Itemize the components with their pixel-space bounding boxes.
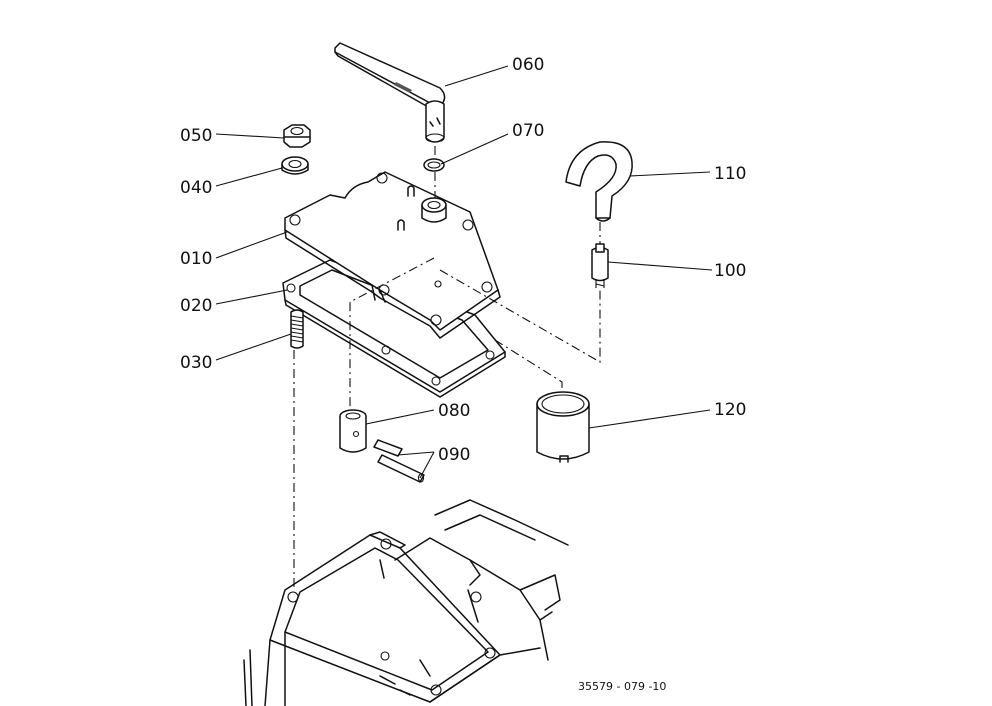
adapter-100 xyxy=(591,243,609,288)
gasket-020 xyxy=(282,259,506,398)
callout-060: 060 xyxy=(512,55,544,75)
callout-040: 040 xyxy=(180,178,212,198)
callout-010: 010 xyxy=(180,249,212,269)
callout-labels: 060 070 050 040 010 020 030 080 090 110 … xyxy=(180,55,746,693)
callout-110: 110 xyxy=(714,164,746,184)
callout-100: 100 xyxy=(714,261,746,281)
assembly-centerlines xyxy=(293,146,601,590)
pin-090 xyxy=(373,439,425,483)
callout-020: 020 xyxy=(180,296,212,316)
callout-030: 030 xyxy=(180,353,212,373)
hook-110 xyxy=(565,141,633,222)
leader-lines xyxy=(215,65,713,479)
callout-120: 120 xyxy=(714,400,746,420)
washer-040 xyxy=(281,156,309,175)
stud-030 xyxy=(290,309,304,349)
cup-120 xyxy=(536,391,590,463)
o-ring-070 xyxy=(423,158,445,172)
callout-080: 080 xyxy=(438,401,470,421)
document-id: 35579 - 079 -10 xyxy=(578,680,666,693)
callout-070: 070 xyxy=(512,121,544,141)
cover-plate-010 xyxy=(284,171,501,339)
lever-060 xyxy=(334,42,446,143)
callout-050: 050 xyxy=(180,126,212,146)
callout-090: 090 xyxy=(438,445,470,465)
sleeve-080 xyxy=(339,409,367,453)
nut-050 xyxy=(283,124,311,148)
transmission-case xyxy=(243,499,569,706)
